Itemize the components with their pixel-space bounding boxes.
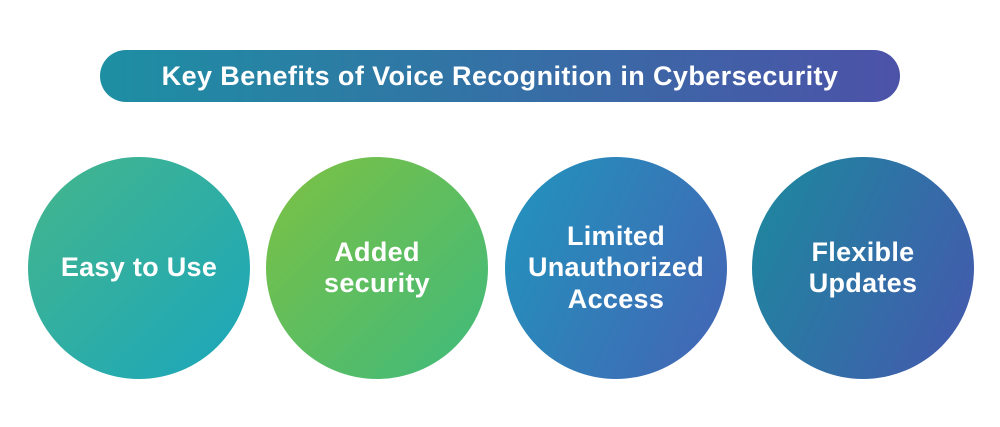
benefit-label-line: Limited bbox=[566, 221, 666, 252]
benefit-circle-easy-to-use: Easy to Use bbox=[28, 157, 250, 379]
benefit-circle-limited-unauthorized-access: Limited Unauthorized Access bbox=[505, 157, 727, 379]
benefit-label-line: security bbox=[324, 268, 430, 298]
benefit-label: Limited Unauthorized Access bbox=[522, 221, 710, 315]
benefit-label-line: Updates bbox=[808, 268, 918, 298]
benefit-label-line: Easy to Use bbox=[60, 252, 218, 283]
benefit-circle-added-security: Added security bbox=[266, 157, 488, 379]
benefit-label: Easy to Use bbox=[55, 252, 223, 283]
benefit-label-line: Access bbox=[567, 283, 665, 314]
benefit-label-line: Flexible bbox=[811, 236, 915, 267]
title-banner: Key Benefits of Voice Recognition in Cyb… bbox=[100, 50, 900, 102]
benefit-label: Flexible Updates bbox=[803, 237, 924, 300]
benefit-label: Added security bbox=[318, 237, 436, 300]
benefit-label-line: Added bbox=[334, 236, 420, 267]
page-title: Key Benefits of Voice Recognition in Cyb… bbox=[161, 60, 839, 91]
benefit-circle-flexible-updates: Flexible Updates bbox=[752, 157, 974, 379]
benefit-label-line: Unauthorized bbox=[527, 252, 705, 283]
